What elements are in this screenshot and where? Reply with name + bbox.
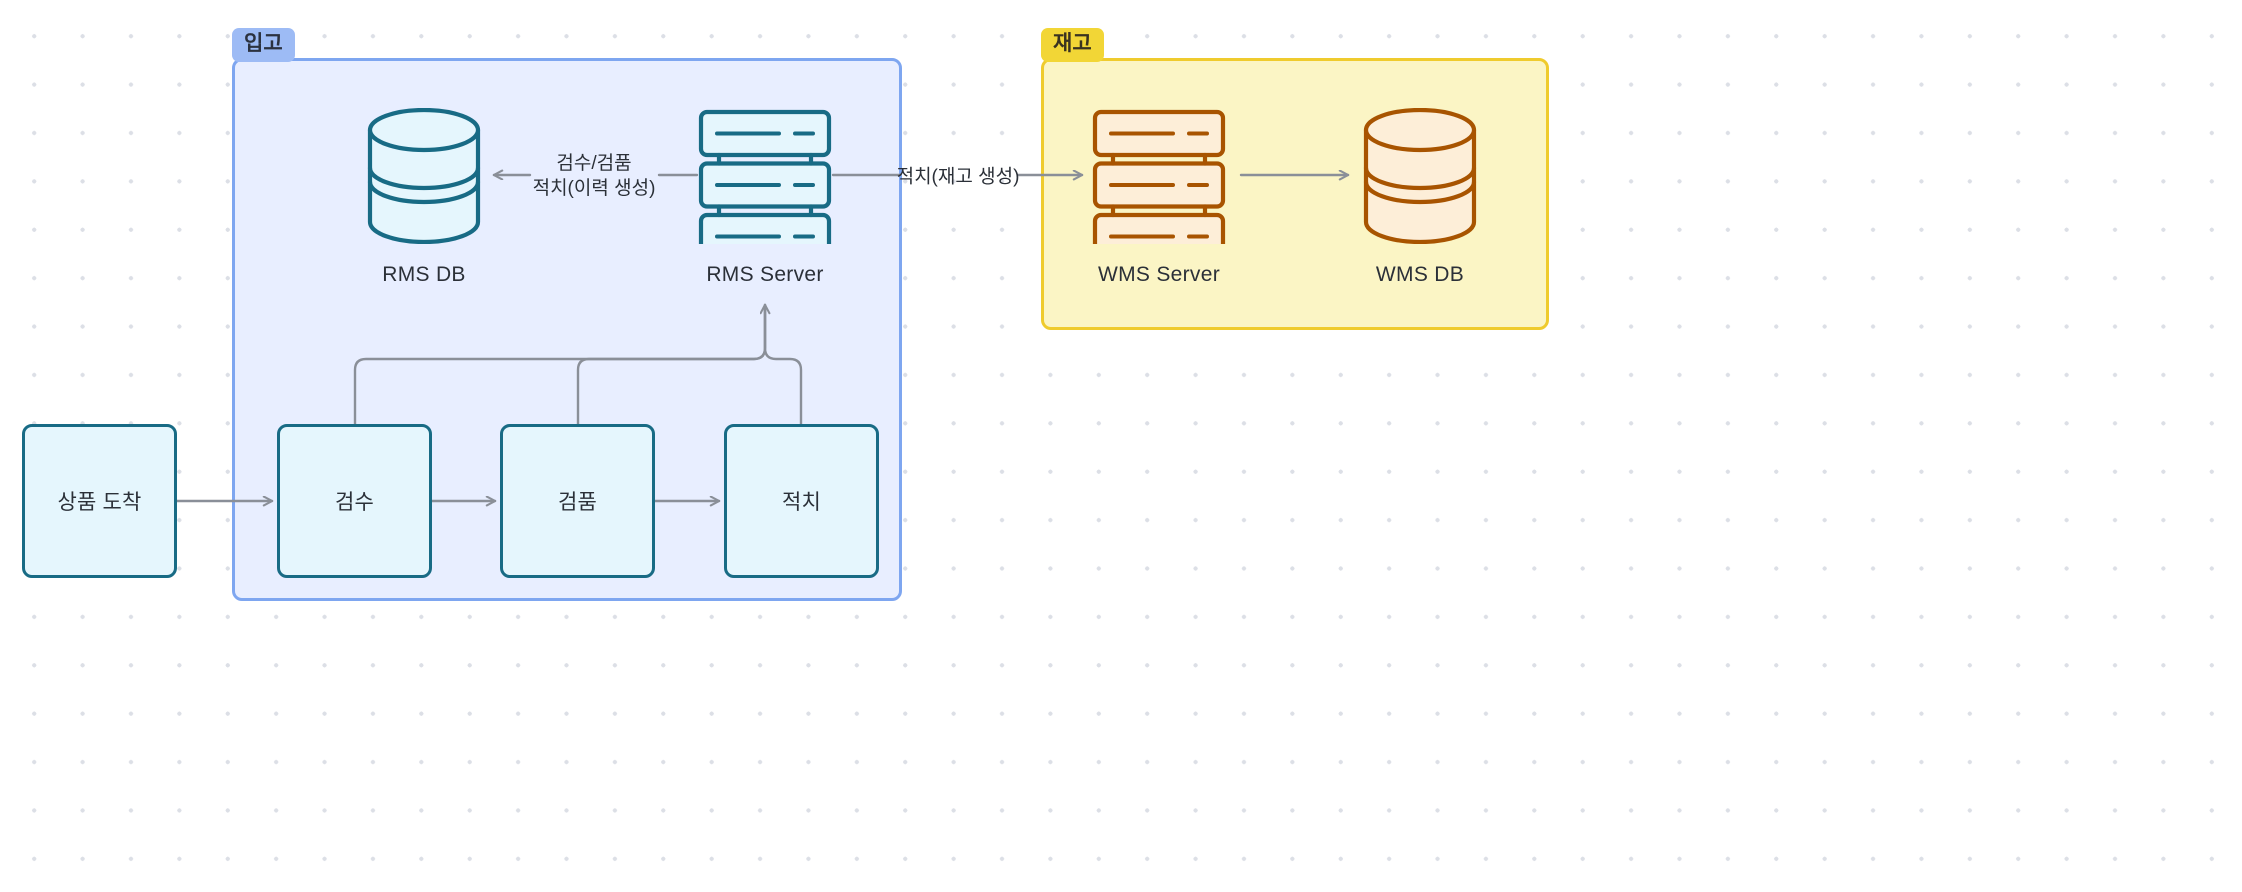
edge-label-wms-create: 적치(재고 생성) (897, 164, 1020, 189)
server-icon (1091, 108, 1227, 261)
node-putaway[interactable]: 적치 (724, 424, 879, 578)
edge-label-rms-write-line2: 적치(이력 생성) (532, 178, 656, 199)
group-inbound-label[interactable]: 입고 (232, 28, 295, 63)
node-arrival-label: 상품 도착 (57, 491, 142, 514)
node-wms-server-caption: WMS Server (1097, 263, 1220, 286)
edge-label-wms-create-line1: 적치(재고 생성) (896, 166, 1020, 188)
node-putaway-label: 적치 (781, 491, 822, 514)
group-stock-label[interactable]: 재고 (1041, 28, 1104, 63)
node-qc-label: 검품 (557, 491, 598, 514)
node-rms-db[interactable]: RMS DB (364, 107, 484, 287)
database-icon (1360, 107, 1480, 249)
node-wms-db[interactable]: WMS DB (1360, 107, 1480, 287)
node-rms-server-caption: RMS Server (706, 263, 824, 286)
edge-label-rms-write-line1: 검수/검품 (556, 152, 632, 174)
node-inspect[interactable]: 검수 (277, 424, 432, 578)
node-wms-server[interactable]: WMS Server (1091, 108, 1227, 287)
node-rms-db-caption: RMS DB (382, 263, 466, 286)
node-wms-db-caption: WMS DB (1375, 263, 1465, 286)
node-arrival[interactable]: 상품 도착 (22, 424, 177, 578)
node-qc[interactable]: 검품 (500, 424, 655, 578)
edge-label-rms-write: 검수/검품 적치(이력 생성) (533, 151, 656, 201)
database-icon (364, 107, 484, 249)
node-inspect-label: 검수 (334, 491, 375, 514)
node-rms-server[interactable]: RMS Server (697, 108, 833, 287)
